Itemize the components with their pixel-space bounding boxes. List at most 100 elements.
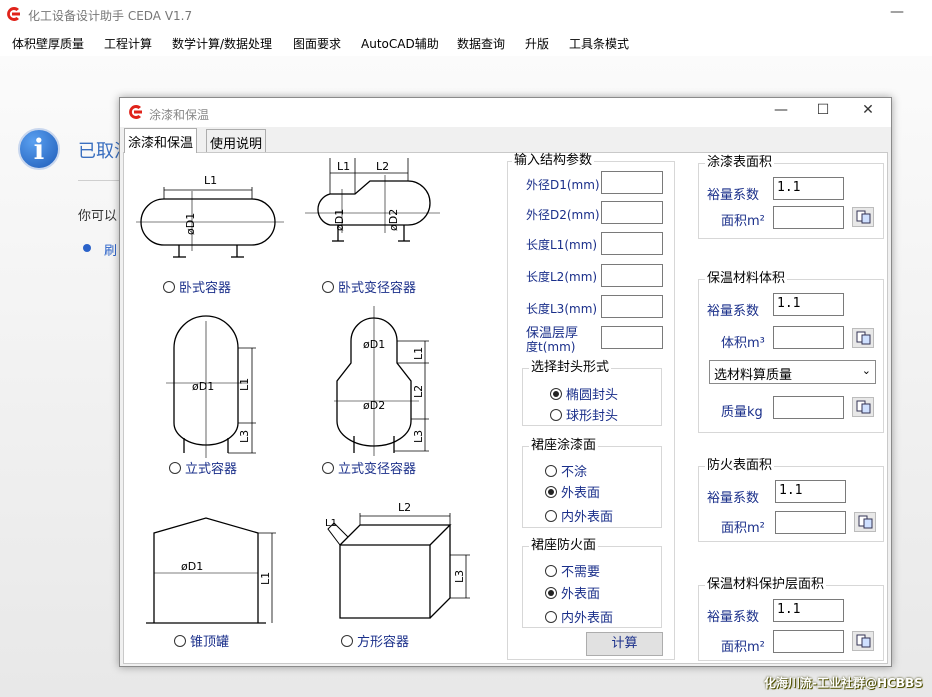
fire-area-group: 防火表面积 裕量系数 1.1 面积m²: [698, 458, 884, 542]
radio-dot: [163, 280, 175, 293]
mass-label: 质量kg: [721, 405, 763, 420]
cone-roof-tank-drawing: øD1 L1: [146, 517, 276, 624]
d2-input[interactable]: [601, 201, 663, 224]
menu-engineering-calc[interactable]: 工程计算: [104, 37, 153, 51]
radio-label: 立式容器: [185, 462, 238, 477]
radio-label: 锥顶罐: [190, 635, 230, 650]
paint-margin-input[interactable]: 1.1: [773, 177, 844, 200]
radio-label: 球形封头: [566, 409, 619, 424]
label-l1: L1: [238, 378, 251, 391]
radio-dot: [322, 461, 334, 474]
radio-label: 椭圆封头: [566, 388, 619, 403]
radio-dot: [550, 387, 562, 400]
insulation-margin-label: 裕量系数: [707, 304, 760, 319]
radio-dot: [545, 485, 557, 498]
horizontal-reducing-vessel-drawing: L1 L2 øD1 øD2: [305, 158, 440, 242]
tab-instructions[interactable]: 使用说明: [206, 129, 267, 152]
insulation-volume-copy-button[interactable]: [852, 328, 874, 348]
radio-dot: [545, 509, 557, 522]
copy-icon: [856, 210, 871, 224]
label-l1: L1: [259, 572, 272, 585]
insulation-margin-input[interactable]: 1.1: [773, 293, 844, 316]
dialog-minimize-button[interactable]: —: [774, 102, 788, 118]
mass-output[interactable]: [773, 396, 844, 419]
insulation-thickness-input[interactable]: [601, 326, 663, 349]
radio-skirt-fire-outer[interactable]: 外表面: [545, 583, 600, 602]
label-l2: L2: [412, 385, 425, 398]
d2-label: 外径D2(mm): [526, 208, 600, 222]
menu-autocad[interactable]: AutoCAD辅助: [361, 37, 439, 51]
radio-dot: [322, 280, 334, 293]
l2-input[interactable]: [601, 264, 663, 287]
label-d2: øD2: [363, 399, 385, 412]
horizontal-vessel-drawing: L1 øD1: [136, 174, 284, 258]
radio-skirt-fire-both[interactable]: 内外表面: [545, 607, 613, 626]
watermark: 化海川流-工业社群@HCBBS: [764, 676, 923, 690]
l3-label: 长度L3(mm): [526, 302, 598, 316]
background-text: 你可以: [78, 209, 118, 224]
radio-skirt-fire-none[interactable]: 不需要: [545, 561, 600, 580]
main-minimize-button[interactable]: —: [890, 4, 904, 20]
background-link[interactable]: 刷: [104, 244, 118, 259]
radio-skirt-paint-both[interactable]: 内外表面: [545, 506, 613, 525]
radio-dot: [545, 464, 557, 477]
radio-skirt-paint-none[interactable]: 不涂: [545, 461, 587, 480]
radio-vertical-vessel[interactable]: 立式容器: [169, 458, 237, 477]
insulation-thickness-label-line1: 保温层厚: [526, 326, 579, 341]
menu-drawing-requirements[interactable]: 图面要求: [293, 37, 342, 51]
calculate-button[interactable]: 计算: [586, 632, 663, 656]
fire-area-output[interactable]: [775, 511, 846, 534]
fire-margin-input[interactable]: 1.1: [775, 480, 846, 503]
radio-dot: [550, 408, 562, 421]
coating-insulation-dialog: 涂漆和保温 — ☐ ✕ 涂漆和保温 使用说明 L1 øD1: [119, 97, 892, 667]
paint-area-copy-button[interactable]: [852, 207, 874, 227]
label-d1: øD1: [363, 338, 385, 351]
radio-horizontal-reducing-vessel[interactable]: 卧式变径容器: [322, 277, 416, 296]
radio-spherical-head[interactable]: 球形封头: [550, 405, 618, 424]
radio-horizontal-vessel[interactable]: 卧式容器: [163, 277, 231, 296]
fire-area-copy-button[interactable]: [854, 512, 876, 532]
cover-area-label: 面积m²: [721, 640, 765, 655]
material-select-value: 选材料算质量: [714, 368, 793, 383]
cover-area-copy-button[interactable]: [852, 631, 874, 651]
cover-margin-input[interactable]: 1.1: [773, 599, 844, 622]
radio-dot: [174, 634, 186, 647]
menu-toolbar-mode[interactable]: 工具条模式: [569, 37, 630, 51]
radio-rectangular-vessel[interactable]: 方形容器: [341, 631, 409, 650]
label-d1: øD1: [184, 213, 197, 235]
rectangular-vessel-drawing: L2 L1 L3: [325, 501, 470, 619]
l1-input[interactable]: [601, 232, 663, 255]
cover-area-output[interactable]: [773, 630, 844, 653]
menu-volume-thickness-mass[interactable]: 体积壁厚质量: [12, 37, 85, 51]
menu-math-data[interactable]: 数学计算/数据处理: [172, 37, 273, 51]
background-heading: 已取消: [78, 141, 132, 162]
tab-coating-insulation[interactable]: 涂漆和保温: [124, 128, 198, 153]
radio-label: 外表面: [561, 587, 601, 602]
radio-dot: [545, 610, 557, 623]
fire-margin-label: 裕量系数: [707, 491, 760, 506]
label-d1: øD1: [333, 209, 346, 231]
l3-input[interactable]: [601, 295, 663, 318]
dialog-maximize-button[interactable]: ☐: [816, 102, 830, 118]
structure-params-group: 输入结构参数 外径D1(mm) 外径D2(mm) 长度L1(mm) 长度L2(m…: [507, 153, 675, 660]
radio-skirt-paint-outer[interactable]: 外表面: [545, 482, 600, 501]
menu-upgrade[interactable]: 升版: [525, 37, 550, 51]
skirt-fire-group: 裙座防火面 不需要 外表面 内外表面: [522, 538, 662, 628]
mass-copy-button[interactable]: [852, 397, 874, 417]
label-l3: L3: [412, 430, 425, 443]
radio-vertical-reducing-vessel[interactable]: 立式变径容器: [322, 458, 416, 477]
dialog-close-button[interactable]: ✕: [862, 102, 874, 118]
insulation-volume-group: 保温材料体积 裕量系数 1.1 体积m³ 选材料算质量 ⌄ 质量kg: [698, 271, 884, 433]
radio-dot: [341, 634, 353, 647]
menu-data-query[interactable]: 数据查询: [457, 37, 506, 51]
paint-area-output[interactable]: [773, 206, 844, 229]
radio-cone-roof-tank[interactable]: 锥顶罐: [174, 631, 229, 650]
paint-area-group: 涂漆表面积 裕量系数 1.1 面积m²: [698, 155, 884, 239]
radio-ellipsoidal-head[interactable]: 椭圆封头: [550, 384, 618, 403]
tab-page: L1 øD1 卧式容器 L1 L2 øD1 øD2: [123, 152, 888, 664]
insulation-volume-output[interactable]: [773, 326, 844, 349]
vertical-reducing-vessel-drawing: øD1 øD2 L1 L2 L3: [334, 306, 429, 456]
dialog-tabs: 涂漆和保温 使用说明: [124, 128, 884, 153]
material-select[interactable]: 选材料算质量 ⌄: [709, 360, 876, 384]
d1-input[interactable]: [601, 171, 663, 194]
